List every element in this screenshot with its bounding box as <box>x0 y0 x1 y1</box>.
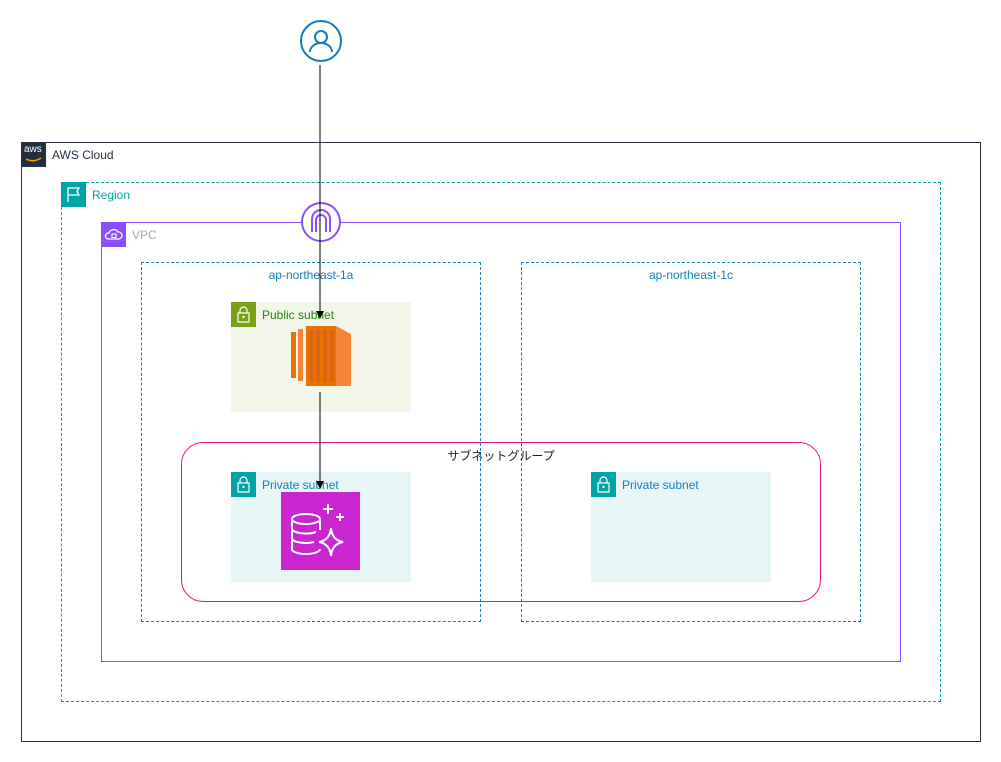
subnet-group-label: サブネットグループ <box>447 449 555 463</box>
private-subnet-a-label: Private subnet <box>262 478 339 492</box>
vpc-cloud-icon <box>101 222 126 247</box>
user-icon[interactable] <box>299 19 343 63</box>
public-subnet-label: Public subnet <box>262 308 335 322</box>
private-subnet-a-lock-icon <box>231 472 256 497</box>
private-subnet-c-label: Private subnet <box>622 478 699 492</box>
aws-logo-icon: aws <box>21 142 46 167</box>
az-a-label: ap-northeast-1a <box>268 268 354 282</box>
aws-logo-text: aws <box>24 144 42 155</box>
vpc-group <box>101 222 901 662</box>
az-c-label: ap-northeast-1c <box>648 268 734 282</box>
internet-gateway-icon[interactable] <box>300 201 342 243</box>
vpc-label: VPC <box>132 228 157 242</box>
aurora-database-icon[interactable] <box>281 492 360 570</box>
ec2-instance-icon[interactable] <box>289 322 353 390</box>
public-subnet-lock-icon <box>231 302 256 327</box>
region-label: Region <box>92 188 131 202</box>
aws-cloud-group <box>21 142 981 742</box>
subnet-group <box>181 442 821 602</box>
private-subnet-c-group <box>591 472 771 582</box>
region-group <box>61 182 941 702</box>
private-subnet-c-lock-icon <box>591 472 616 497</box>
aws-cloud-label: AWS Cloud <box>52 148 114 162</box>
region-flag-icon <box>61 182 86 207</box>
